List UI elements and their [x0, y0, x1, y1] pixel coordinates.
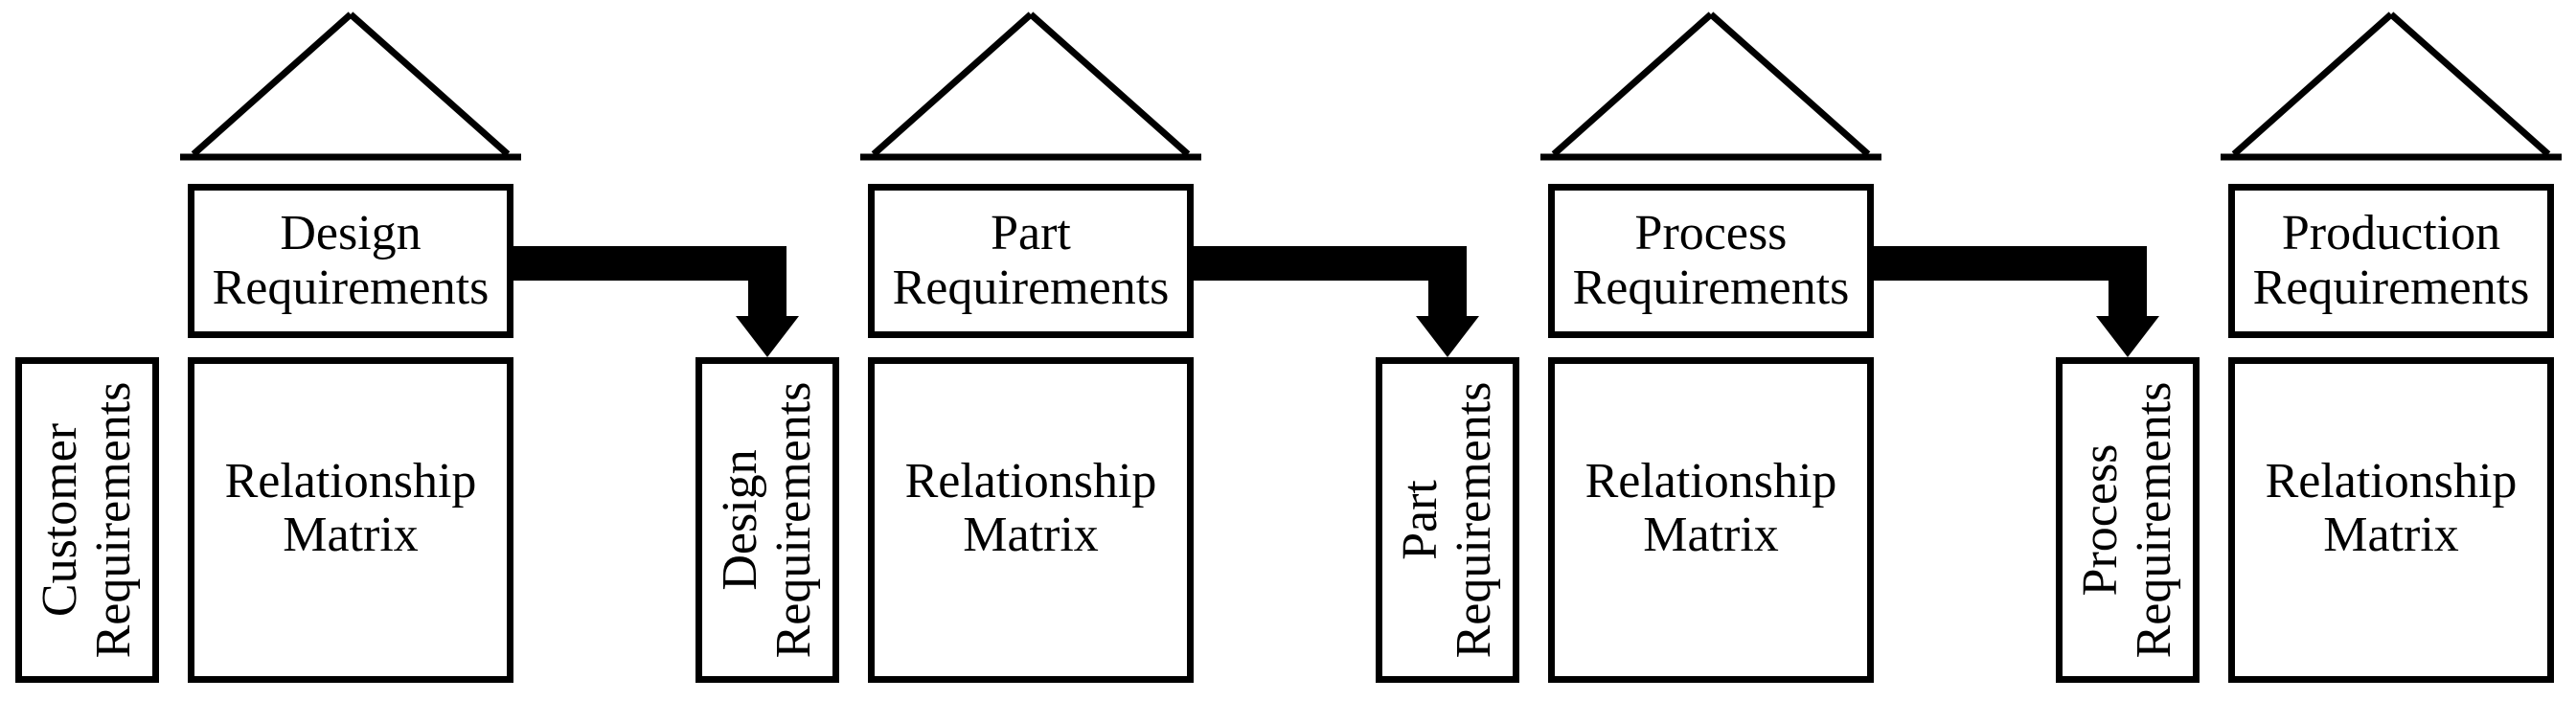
elbow-down-arrow-icon	[1874, 246, 2159, 357]
matrix-box-label-line2: Matrix	[963, 508, 1099, 562]
triangle-roof-icon	[1540, 11, 1881, 161]
triangle-roof-icon	[860, 11, 1201, 161]
house-2-left-requirements-box: Design Requirements	[695, 357, 839, 683]
matrix-box-label-line1: Relationship	[1584, 453, 1837, 509]
left-box-label-line1: Process	[2072, 443, 2128, 597]
matrix-box-label-line2: Matrix	[283, 508, 419, 562]
top-box-label-line2: Requirements	[212, 260, 490, 315]
matrix-box-label-line1: Relationship	[224, 453, 477, 509]
house-3-top-requirements-box: Process Requirements	[1548, 184, 1874, 338]
top-box-label-line1: Part	[991, 206, 1071, 261]
matrix-box-label-line2: Matrix	[1643, 508, 1779, 562]
house-1-left-requirements-box: Customer Requirements	[15, 357, 159, 683]
left-box-label-line2: Requirements	[766, 381, 821, 659]
house-1-top-requirements-box: Design Requirements	[188, 184, 513, 338]
top-box-label-line2: Requirements	[1572, 260, 1850, 315]
house-4-left-requirements-box: Process Requirements	[2056, 357, 2200, 683]
left-box-label-line1: Customer	[32, 422, 87, 618]
top-box-label-line1: Process	[1634, 206, 1788, 261]
matrix-box-label-line1: Relationship	[2265, 453, 2518, 509]
elbow-down-arrow-icon	[1194, 246, 1479, 357]
top-box-label-line1: Production	[2281, 206, 2501, 261]
left-box-label-line2: Requirements	[86, 381, 141, 659]
matrix-box-label-line1: Relationship	[904, 453, 1157, 509]
house-1-relationship-matrix-box: Relationship Matrix	[188, 357, 513, 683]
house-4-relationship-matrix-box: Relationship Matrix	[2228, 357, 2554, 683]
matrix-box-label-line2: Matrix	[2323, 508, 2459, 562]
top-box-label-line2: Requirements	[2252, 260, 2530, 315]
house-1: Design Requirements Customer Requirement…	[15, 0, 521, 701]
house-2: Part Requirements Design Requirements Re…	[695, 0, 1201, 701]
left-box-label-line2: Requirements	[1447, 381, 1501, 659]
triangle-roof-icon	[180, 11, 521, 161]
house-3-left-requirements-box: Part Requirements	[1376, 357, 1519, 683]
house-4: Production Requirements Process Requirem…	[2056, 0, 2562, 701]
house-2-top-requirements-box: Part Requirements	[868, 184, 1194, 338]
house-4-top-requirements-box: Production Requirements	[2228, 184, 2554, 338]
top-box-label-line2: Requirements	[892, 260, 1170, 315]
house-3-relationship-matrix-box: Relationship Matrix	[1548, 357, 1874, 683]
left-box-label-line2: Requirements	[2127, 381, 2181, 659]
triangle-roof-icon	[2221, 11, 2562, 161]
left-box-label-line1: Design	[712, 449, 767, 591]
house-3: Process Requirements Part Requirements R…	[1376, 0, 1881, 701]
top-box-label-line1: Design	[280, 206, 422, 261]
left-box-label-line1: Part	[1392, 480, 1448, 560]
elbow-down-arrow-icon	[513, 246, 799, 357]
house-2-relationship-matrix-box: Relationship Matrix	[868, 357, 1194, 683]
